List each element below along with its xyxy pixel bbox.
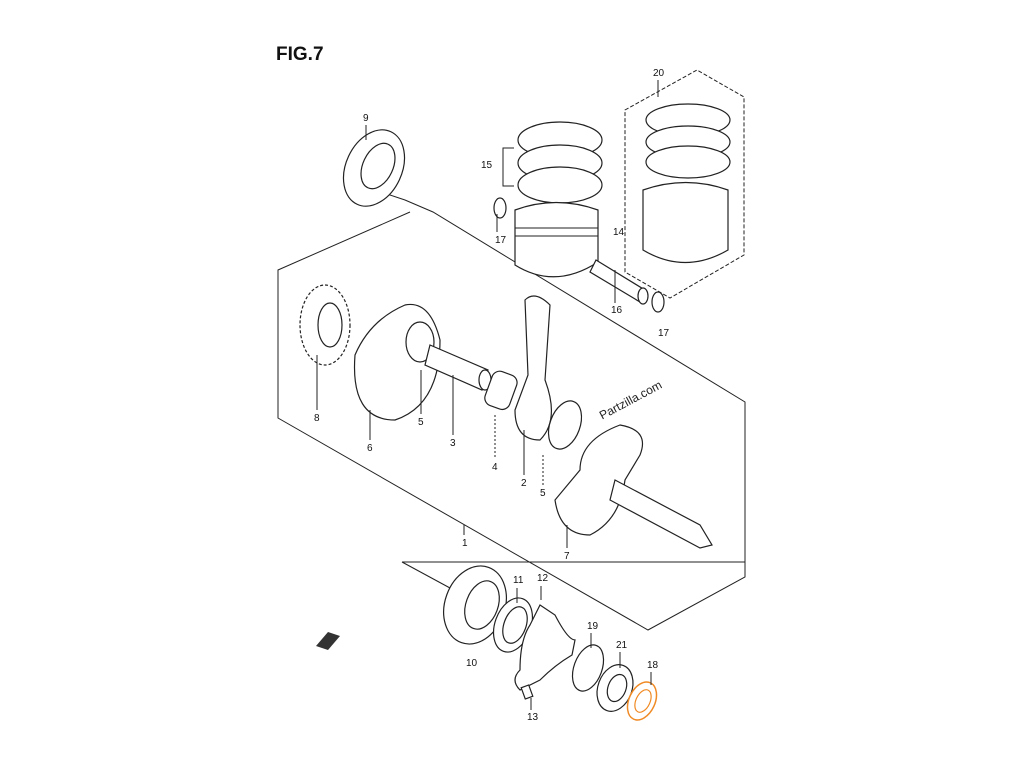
figure-title: FIG.7 bbox=[276, 44, 324, 65]
part-crank-web-7[interactable] bbox=[554, 424, 713, 549]
leader-lines bbox=[316, 80, 659, 710]
callout-18[interactable]: 18 bbox=[647, 660, 659, 671]
callout-10[interactable]: 10 bbox=[466, 658, 478, 669]
part-bearing-9[interactable] bbox=[332, 120, 417, 216]
callout-14[interactable]: 14 bbox=[613, 227, 625, 238]
part-circlip-19[interactable] bbox=[567, 641, 610, 696]
callout-9[interactable]: 9 bbox=[363, 113, 369, 124]
part-piston-pin-16[interactable] bbox=[589, 259, 649, 305]
crankshaft-assembly-outline bbox=[277, 179, 746, 631]
part-piston[interactable] bbox=[514, 201, 599, 278]
part-gear-8[interactable] bbox=[299, 284, 351, 366]
callout-21[interactable]: 21 bbox=[616, 640, 628, 651]
callout-5[interactable]: 5 bbox=[418, 417, 424, 428]
part-bolt-13[interactable] bbox=[520, 684, 534, 700]
part-oil-seal-18-highlighted[interactable] bbox=[622, 677, 662, 724]
piston-assembly-outline bbox=[624, 69, 745, 299]
callout-16[interactable]: 16 bbox=[611, 305, 623, 316]
part-needle-bearing-4[interactable] bbox=[483, 369, 520, 412]
part-connecting-rod-2[interactable] bbox=[514, 295, 553, 441]
bracket bbox=[502, 147, 514, 187]
part-bearing-21[interactable] bbox=[591, 660, 639, 717]
callout-5[interactable]: 5 bbox=[540, 488, 546, 499]
part-bearing-10[interactable] bbox=[433, 557, 517, 653]
callout-13[interactable]: 13 bbox=[527, 712, 539, 723]
callout-2[interactable]: 2 bbox=[521, 478, 527, 489]
callout-17[interactable]: 17 bbox=[658, 328, 670, 339]
callout-17[interactable]: 17 bbox=[495, 235, 507, 246]
callout-20[interactable]: 20 bbox=[653, 68, 665, 79]
part-washer-5[interactable] bbox=[542, 396, 587, 453]
callout-15[interactable]: 15 bbox=[481, 160, 493, 171]
callout-3[interactable]: 3 bbox=[450, 438, 456, 449]
part-crank-pin-3[interactable] bbox=[424, 344, 492, 391]
leader-line bbox=[401, 561, 451, 589]
callout-12[interactable]: 12 bbox=[537, 573, 549, 584]
callout-6[interactable]: 6 bbox=[367, 443, 373, 454]
callout-19[interactable]: 19 bbox=[587, 621, 599, 632]
part-piston-14[interactable] bbox=[642, 103, 731, 264]
front-direction-arrow-icon bbox=[316, 632, 340, 650]
part-retainer-plate-12[interactable] bbox=[514, 604, 576, 691]
part-clip-17[interactable] bbox=[651, 291, 665, 313]
callout-7[interactable]: 7 bbox=[564, 551, 570, 562]
callout-11[interactable]: 11 bbox=[513, 575, 524, 586]
callout-1[interactable]: 1 bbox=[462, 538, 468, 549]
part-piston-rings-15[interactable] bbox=[517, 121, 603, 204]
callout-8[interactable]: 8 bbox=[314, 413, 320, 424]
callout-4[interactable]: 4 bbox=[492, 462, 498, 473]
part-clip-17[interactable] bbox=[493, 197, 507, 219]
